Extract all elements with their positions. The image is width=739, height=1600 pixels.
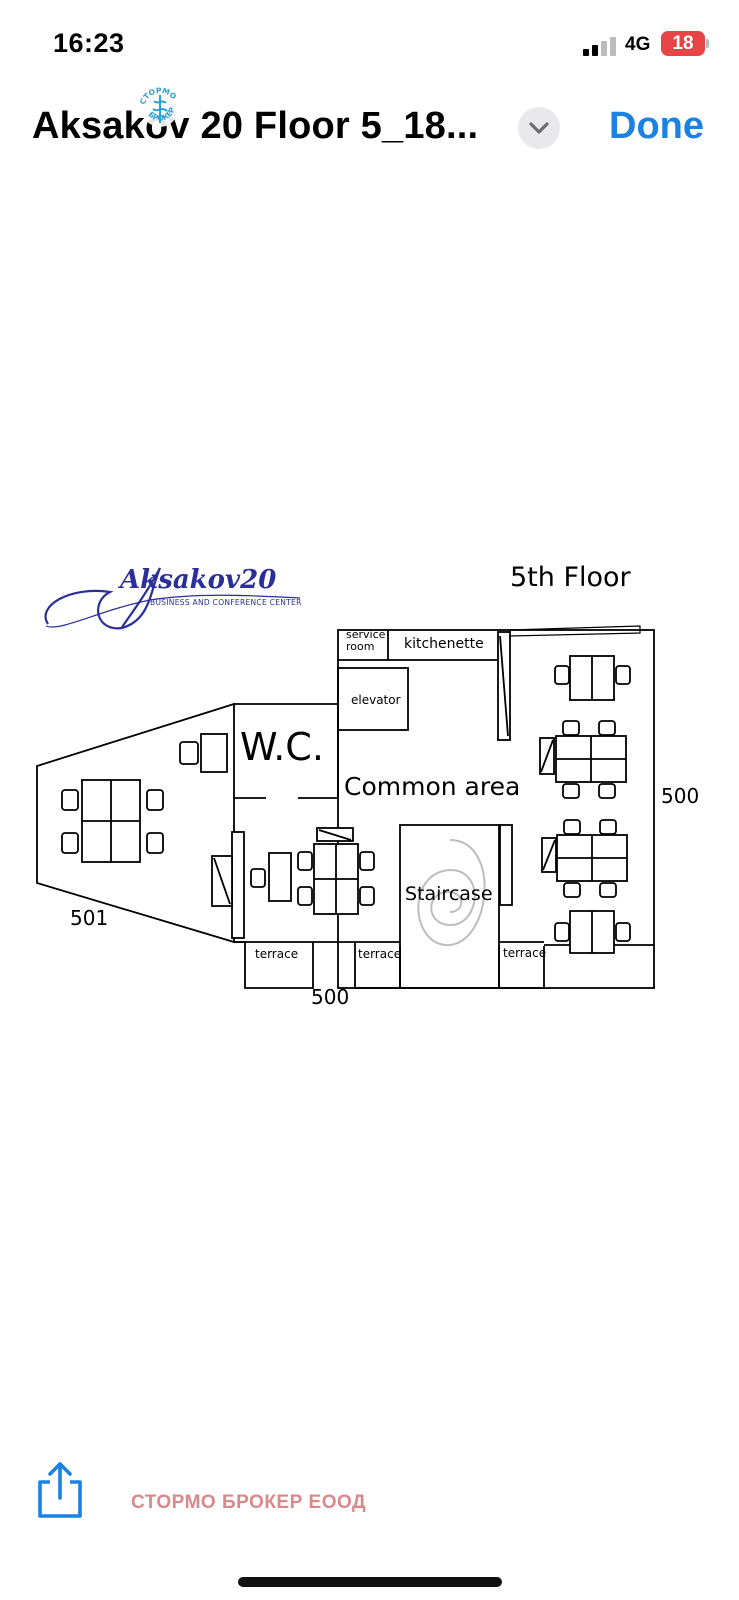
status-bar: 16:23 4G 18 — [0, 0, 739, 80]
watermark-text: СТОРМО БРОКЕР ЕООД — [131, 1492, 367, 1513]
terrace-label-1: terrace — [255, 947, 298, 961]
stormo-logo-icon: СТОРМО БРОКЕР — [138, 86, 178, 127]
battery-icon: 18 — [661, 31, 705, 56]
cellular-signal-icon — [583, 36, 619, 56]
home-indicator[interactable] — [238, 1577, 502, 1587]
bottom-toolbar — [0, 1440, 739, 1560]
floor-plan-image: Aksakov20 BUSINESS AND CONFERENCE CENTER… — [0, 540, 739, 1020]
common-area-label: Common area — [344, 772, 520, 801]
terrace-label-2: terrace — [358, 947, 401, 961]
floor-label: 5th Floor — [510, 562, 632, 593]
share-icon[interactable] — [36, 1460, 84, 1520]
service-room-label-2: room — [346, 640, 374, 653]
battery-cap — [706, 39, 709, 48]
aksakov-logo: Aksakov20 BUSINESS AND CONFERENCE CENTER — [44, 565, 302, 630]
brand-main-text: Aksakov20 — [117, 565, 276, 595]
status-time: 16:23 — [53, 28, 125, 58]
title-menu-button[interactable] — [518, 107, 560, 149]
floor-plan-drawing: Aksakov20 BUSINESS AND CONFERENCE CENTER… — [36, 562, 699, 1009]
wc-label: W.C. — [240, 725, 324, 769]
terrace-label-3: terrace — [503, 946, 546, 960]
chevron-down-icon — [529, 122, 549, 134]
staircase-label: Staircase — [405, 883, 493, 905]
done-button[interactable]: Done — [609, 105, 704, 147]
document-title[interactable]: Aksakov 20 Floor 5_18... — [32, 105, 479, 147]
office-number-bottom: 500 — [311, 985, 349, 1009]
brand-sub-text: BUSINESS AND CONFERENCE CENTER — [150, 598, 302, 607]
network-type: 4G — [625, 34, 651, 55]
kitchenette-label: kitchenette — [404, 636, 484, 652]
elevator-label: elevator — [351, 693, 401, 707]
office-number-right: 500 — [661, 784, 699, 808]
service-room-label-1: service — [346, 628, 386, 641]
office-number-left: 501 — [70, 906, 108, 930]
